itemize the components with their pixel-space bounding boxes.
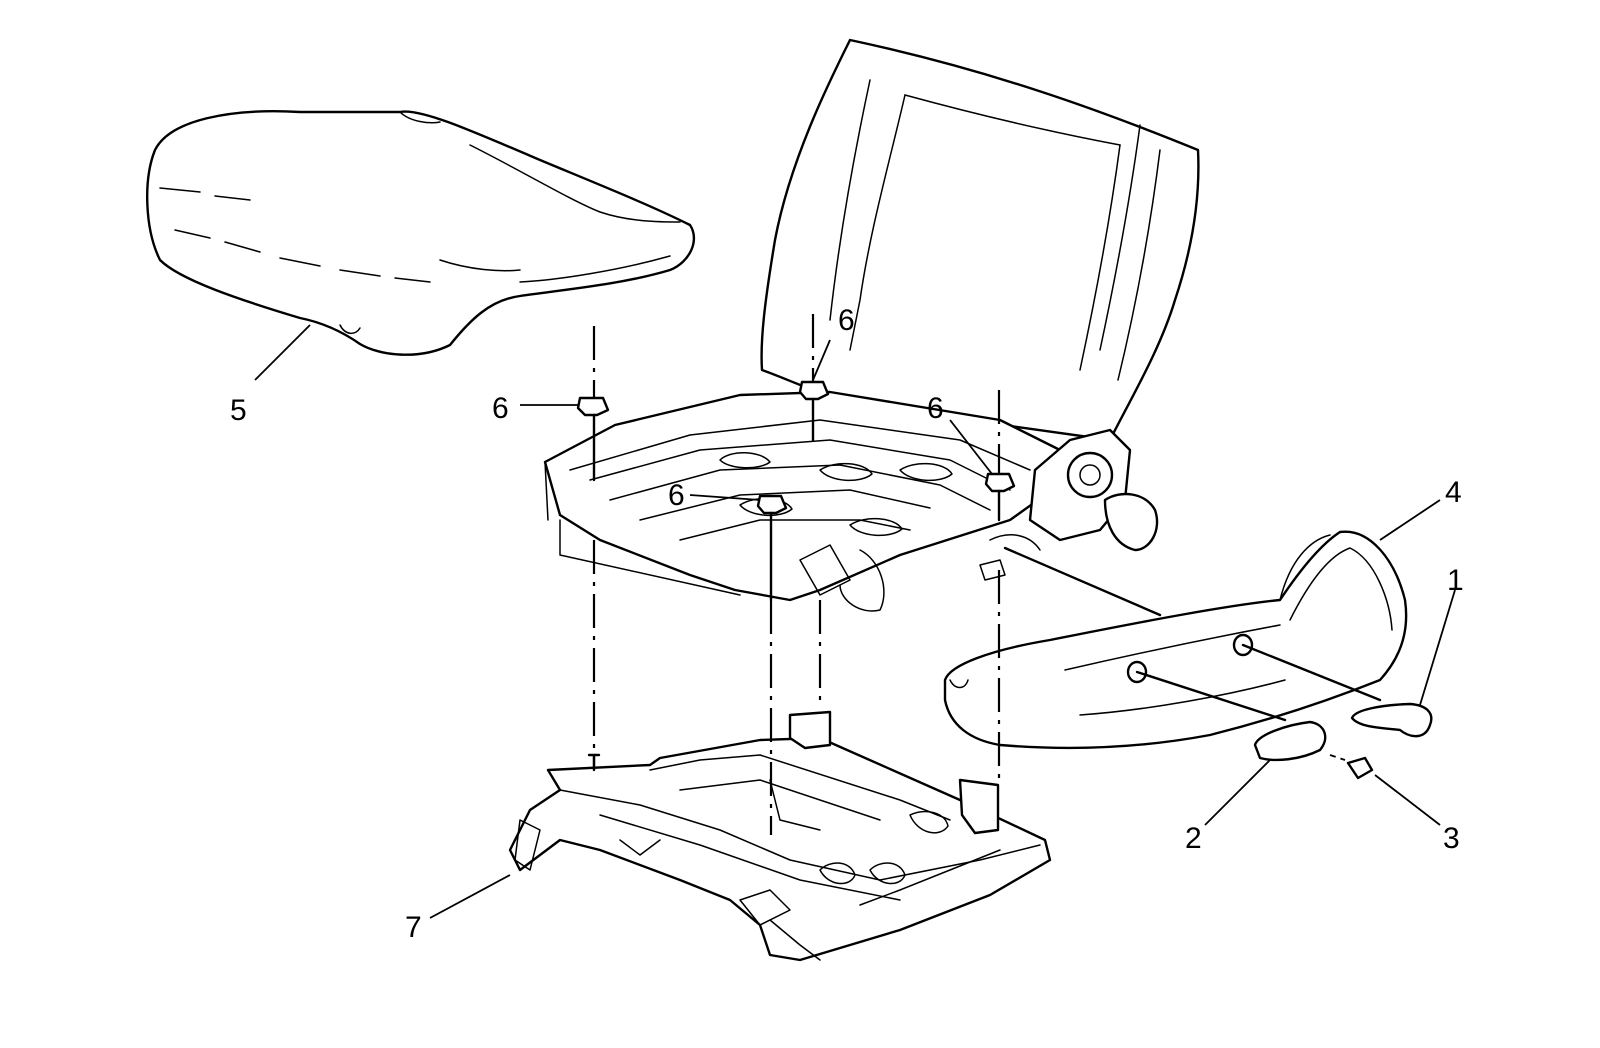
adjuster-handle	[1253, 720, 1327, 762]
outer-trim-panel	[943, 530, 1408, 750]
callout-7: 7	[405, 911, 422, 944]
callout-leaders	[254, 324, 1456, 919]
callout-6-center: 6	[668, 479, 685, 512]
handle-clip	[1329, 754, 1374, 780]
recliner-handle	[1350, 702, 1433, 738]
callout-3: 3	[1443, 822, 1460, 855]
handle-guide-line	[1135, 670, 1287, 722]
seat-adjuster	[508, 710, 1052, 962]
nut-4	[984, 472, 1016, 493]
nut-3	[756, 494, 788, 515]
nut-1	[576, 396, 610, 417]
nut-2	[798, 380, 830, 401]
seat-cushion	[146, 110, 696, 356]
handle-guide-line-2	[1241, 643, 1382, 702]
recliner-mechanism	[979, 428, 1159, 581]
callout-6-right: 6	[927, 392, 944, 425]
seat-back	[760, 38, 1200, 442]
callout-4: 4	[1445, 476, 1462, 509]
callout-6-top: 6	[838, 304, 855, 337]
callout-5: 5	[230, 394, 247, 427]
callout-6-left: 6	[492, 392, 509, 425]
callout-1: 1	[1447, 564, 1464, 597]
panel-guide-line	[1003, 546, 1162, 617]
fastener-centerlines	[587, 314, 1001, 835]
callout-2: 2	[1185, 822, 1202, 855]
seat-frame	[543, 390, 1082, 612]
